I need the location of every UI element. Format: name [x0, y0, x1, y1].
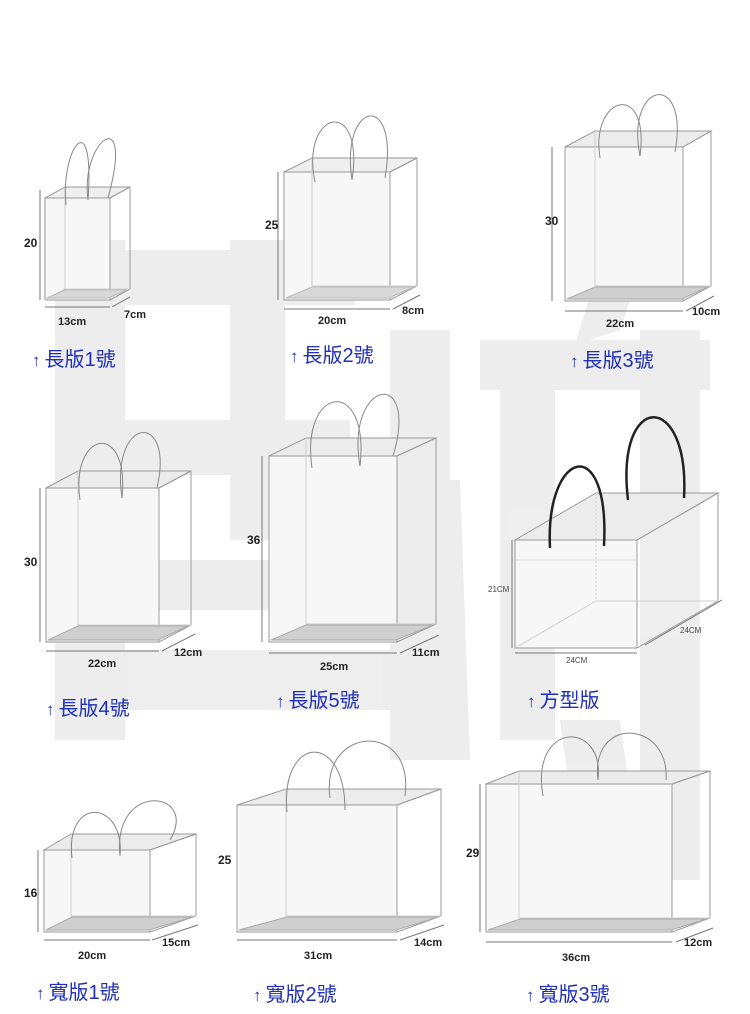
product-name: 寬版1號: [48, 982, 120, 1004]
product-name: 長版4號: [58, 698, 130, 720]
depth-label: 12cm: [174, 647, 203, 659]
product-label: ↑寬版1號: [36, 976, 120, 1005]
product-name: 寬版2號: [265, 984, 337, 1006]
depth-label: 11cm: [412, 647, 440, 659]
height-label: 30: [24, 555, 38, 569]
height-label: 25: [265, 218, 279, 232]
width-label: 20cm: [318, 315, 347, 327]
width-label: 24CM: [566, 656, 588, 665]
height-label: 20: [24, 236, 38, 250]
bag-long-5: [261, 393, 440, 654]
depth-label: 14cm: [414, 937, 443, 949]
width-label: 13cm: [58, 316, 87, 328]
product-name: 長版2號: [302, 345, 374, 367]
height-label: 30: [545, 214, 559, 228]
bag-long-1: [39, 138, 131, 308]
product-name: 方型版: [539, 690, 600, 712]
product-name: 長版3號: [582, 350, 654, 372]
arrow-up-icon: ↑: [46, 700, 55, 719]
height-label: 29: [466, 846, 480, 860]
arrow-up-icon: ↑: [32, 351, 41, 370]
product-name: 長版5號: [288, 690, 360, 712]
bag-long-2: [277, 115, 421, 310]
bag-long-4: [39, 432, 196, 652]
product-name: 寬版3號: [538, 984, 610, 1006]
width-label: 25cm: [320, 661, 349, 673]
arrow-up-icon: ↑: [526, 986, 535, 1005]
product-label: ↑長版2號: [290, 339, 374, 368]
arrow-up-icon: ↑: [290, 347, 299, 366]
arrow-up-icon: ↑: [527, 692, 536, 711]
width-label: 36cm: [562, 952, 591, 964]
bag-long-3: [551, 94, 715, 312]
product-label: ↑長版4號: [46, 692, 130, 721]
width-label: 22cm: [606, 318, 635, 330]
depth-label: 10cm: [692, 306, 721, 318]
bag-square: [511, 416, 723, 654]
bag-wide-1: [37, 800, 199, 941]
depth-label: 12cm: [684, 937, 713, 949]
product-label: ↑方型版: [527, 684, 600, 713]
height-label: 36: [247, 533, 261, 547]
depth-label: 15cm: [162, 937, 191, 949]
product-label: ↑長版1號: [32, 343, 116, 372]
product-name: 長版1號: [44, 349, 116, 371]
arrow-up-icon: ↑: [253, 986, 262, 1005]
arrow-up-icon: ↑: [36, 984, 45, 1003]
depth-label: 8cm: [402, 305, 425, 317]
height-label: 21CM: [488, 585, 510, 594]
depth-label: 7cm: [124, 309, 147, 321]
product-label: ↑長版5號: [276, 684, 360, 713]
width-label: 22cm: [88, 658, 117, 670]
product-label: ↑寬版3號: [526, 978, 610, 1007]
bag-wide-3: [479, 732, 714, 943]
width-label: 31cm: [304, 950, 333, 962]
depth-label: 24CM: [680, 626, 702, 635]
arrow-up-icon: ↑: [570, 352, 579, 371]
height-label: 16: [24, 886, 38, 900]
height-label: 25: [218, 853, 232, 867]
product-label: ↑長版3號: [570, 344, 654, 373]
bag-wide-2: [236, 740, 445, 941]
arrow-up-icon: ↑: [276, 692, 285, 711]
product-label: ↑寬版2號: [253, 978, 337, 1007]
width-label: 20cm: [78, 950, 107, 962]
